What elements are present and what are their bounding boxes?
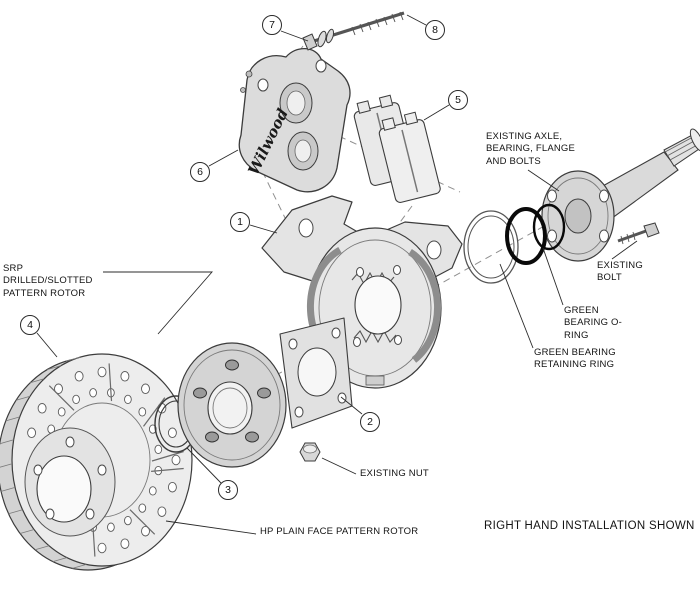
callout-5-number: 5 xyxy=(455,94,461,106)
callout-2: 2 xyxy=(360,412,380,432)
label-green-bearing-retaining-ring: GREEN BEARING RETAINING RING xyxy=(534,347,616,371)
drilled-slotted-rotor xyxy=(0,353,193,571)
caliper-bolt xyxy=(302,11,405,51)
label-existing-nut: EXISTING NUT xyxy=(360,468,429,479)
callout-6: 6 xyxy=(190,162,210,182)
label-hp-rotor: HP PLAIN FACE PATTERN ROTOR xyxy=(260,526,419,537)
bearing-rings xyxy=(463,203,566,284)
label-srp-rotor: SRP DRILLED/SLOTTED PATTERN ROTOR xyxy=(3,263,93,299)
axle-splines xyxy=(664,136,700,161)
callout-3: 3 xyxy=(218,480,238,500)
existing-bolt xyxy=(617,222,660,245)
axle-retainer-plate xyxy=(279,317,353,429)
axle-assembly xyxy=(541,128,700,262)
callout-8-number: 8 xyxy=(432,24,438,36)
callout-6-number: 6 xyxy=(197,166,203,178)
callout-1: 1 xyxy=(230,212,250,232)
callout-3-number: 3 xyxy=(225,484,231,496)
callout-1-number: 1 xyxy=(237,216,243,228)
callout-7-number: 7 xyxy=(269,19,275,31)
existing-nut xyxy=(299,442,321,462)
leader-lines xyxy=(36,14,638,535)
callout-8: 8 xyxy=(425,20,445,40)
callout-4-number: 4 xyxy=(27,319,33,331)
label-existing-bolt: EXISTING BOLT xyxy=(597,260,643,284)
callout-2-number: 2 xyxy=(367,416,373,428)
callout-7: 7 xyxy=(262,15,282,35)
note-right-hand-installation: RIGHT HAND INSTALLATION SHOWN xyxy=(484,520,695,532)
label-green-bearing-oring: GREEN BEARING O-RING xyxy=(564,305,622,341)
label-existing-axle: EXISTING AXLE, BEARING, FLANGE AND BOLTS xyxy=(486,131,576,167)
callout-4: 4 xyxy=(20,315,40,335)
brake-pads xyxy=(353,94,441,203)
callout-5: 5 xyxy=(448,90,468,110)
hub-hat xyxy=(177,342,287,468)
brake-caliper: Wilwood xyxy=(238,47,351,193)
